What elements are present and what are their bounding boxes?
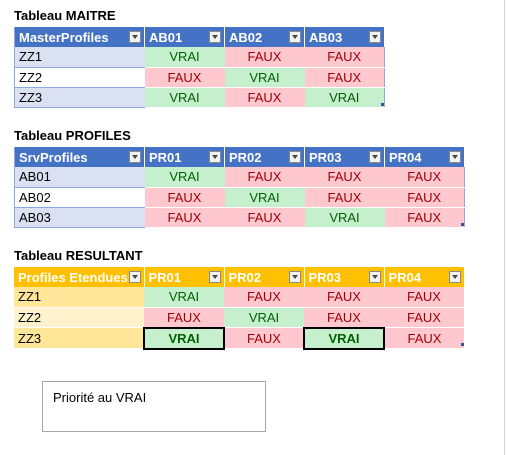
header-cell[interactable]: PR01 — [144, 147, 225, 167]
header-row: Profiles Etendues PR01 PR02 PR03 PR04 — [14, 267, 465, 287]
title-resultant: Tableau RESULTANT — [14, 248, 143, 263]
value-cell[interactable]: FAUX — [144, 67, 225, 88]
header-cell[interactable]: PR02 — [224, 267, 305, 287]
table-maitre: MasterProfiles AB01 AB02 AB03 ZZ1 VRAI F… — [14, 27, 385, 108]
table-row: ZZ1 VRAI FAUX FAUX FAUX — [14, 287, 464, 308]
table-resize-handle[interactable] — [461, 343, 464, 346]
value-cell[interactable]: VRAI — [224, 67, 305, 88]
value-cell[interactable]: FAUX — [384, 287, 464, 308]
row-label-cell[interactable]: ZZ1 — [14, 287, 144, 308]
value-cell[interactable]: FAUX — [224, 207, 305, 228]
value-cell[interactable]: FAUX — [304, 307, 384, 328]
header-cell[interactable]: SrvProfiles — [14, 147, 145, 167]
filter-dropdown-icon[interactable] — [209, 151, 221, 163]
row-label-cell[interactable]: ZZ3 — [14, 327, 144, 349]
value-cell[interactable]: VRAI — [143, 326, 225, 350]
header-cell[interactable]: PR02 — [224, 147, 305, 167]
filter-dropdown-icon[interactable] — [369, 31, 381, 43]
value-cell[interactable]: FAUX — [384, 207, 465, 228]
value-cell[interactable]: VRAI — [224, 187, 305, 208]
row-label-cell[interactable]: ZZ1 — [14, 47, 145, 68]
filter-dropdown-icon[interactable] — [209, 31, 221, 43]
filter-dropdown-icon[interactable] — [449, 151, 461, 163]
header-cell[interactable]: PR03 — [304, 267, 385, 287]
header-cell[interactable]: AB03 — [304, 27, 385, 47]
row-label-cell[interactable]: AB03 — [14, 207, 145, 228]
value-cell[interactable]: VRAI — [224, 307, 304, 328]
value-cell[interactable]: VRAI — [303, 326, 385, 350]
header-cell[interactable]: PR04 — [384, 147, 465, 167]
value-cell[interactable]: FAUX — [304, 167, 385, 188]
row-label-cell[interactable]: ZZ3 — [14, 87, 145, 108]
filter-dropdown-icon[interactable] — [208, 271, 221, 283]
table-resize-handle[interactable] — [381, 103, 384, 106]
value-cell[interactable]: FAUX — [144, 207, 225, 228]
value-cell[interactable]: FAUX — [304, 287, 384, 308]
filter-dropdown-icon[interactable] — [289, 151, 301, 163]
header-cell[interactable]: AB02 — [224, 27, 305, 47]
note-textbox[interactable]: Priorité au VRAI — [42, 381, 266, 432]
title-maitre: Tableau MAITRE — [14, 8, 116, 23]
value-cell[interactable]: FAUX — [304, 47, 385, 68]
header-row: MasterProfiles AB01 AB02 AB03 — [14, 27, 385, 47]
value-cell[interactable]: VRAI — [304, 87, 385, 108]
table-row: ZZ1 VRAI FAUX FAUX — [14, 47, 385, 68]
value-cell[interactable]: FAUX — [224, 47, 305, 68]
row-label-cell[interactable]: AB01 — [14, 167, 145, 188]
row-label-cell[interactable]: AB02 — [14, 187, 145, 208]
value-cell[interactable]: FAUX — [384, 187, 465, 208]
table-row: AB02 FAUX VRAI FAUX FAUX — [14, 187, 465, 208]
header-row: SrvProfiles PR01 PR02 PR03 PR04 — [14, 147, 465, 167]
table-resize-handle[interactable] — [461, 223, 464, 226]
value-cell[interactable]: FAUX — [144, 307, 224, 328]
value-cell[interactable]: VRAI — [144, 167, 225, 188]
value-cell[interactable]: VRAI — [144, 87, 225, 108]
filter-dropdown-icon[interactable] — [448, 271, 461, 283]
value-cell[interactable]: FAUX — [304, 67, 385, 88]
value-cell[interactable]: FAUX — [384, 167, 465, 188]
header-cell[interactable]: PR04 — [384, 267, 465, 287]
header-cell[interactable]: Profiles Etendues — [14, 267, 145, 287]
filter-dropdown-icon[interactable] — [129, 151, 141, 163]
value-cell[interactable]: FAUX — [224, 327, 304, 349]
filter-dropdown-icon[interactable] — [369, 151, 381, 163]
table-resultant: Profiles Etendues PR01 PR02 PR03 PR04 ZZ… — [14, 267, 465, 350]
value-cell[interactable]: VRAI — [304, 207, 385, 228]
filter-dropdown-icon[interactable] — [368, 271, 381, 283]
header-cell[interactable]: PR03 — [304, 147, 385, 167]
value-cell[interactable]: FAUX — [144, 187, 225, 208]
header-cell[interactable]: MasterProfiles — [14, 27, 145, 47]
filter-dropdown-icon[interactable] — [128, 271, 141, 283]
row-label-cell[interactable]: ZZ2 — [14, 67, 145, 88]
table-row: AB03 FAUX FAUX VRAI FAUX — [14, 207, 465, 228]
value-cell[interactable]: FAUX — [384, 327, 464, 349]
value-cell[interactable]: FAUX — [224, 87, 305, 108]
sheet-edge — [504, 0, 505, 455]
header-cell[interactable]: PR01 — [144, 267, 225, 287]
table-row: ZZ2 FAUX VRAI FAUX FAUX — [14, 307, 464, 328]
filter-dropdown-icon[interactable] — [129, 31, 141, 43]
filter-dropdown-icon[interactable] — [288, 271, 301, 283]
row-label-cell[interactable]: ZZ2 — [14, 307, 144, 328]
table-row: ZZ2 FAUX VRAI FAUX — [14, 67, 385, 88]
note-text: Priorité au VRAI — [53, 390, 147, 405]
filter-dropdown-icon[interactable] — [289, 31, 301, 43]
table-profiles: SrvProfiles PR01 PR02 PR03 PR04 AB01 VRA… — [14, 147, 465, 228]
header-cell[interactable]: AB01 — [144, 27, 225, 47]
value-cell[interactable]: VRAI — [144, 47, 225, 68]
title-profiles: Tableau PROFILES — [14, 128, 131, 143]
value-cell[interactable]: FAUX — [224, 167, 305, 188]
value-cell[interactable]: VRAI — [144, 287, 224, 308]
table-row: AB01 VRAI FAUX FAUX FAUX — [14, 167, 465, 188]
table-row: ZZ3 VRAI FAUX VRAI FAUX — [14, 326, 464, 350]
table-row: ZZ3 VRAI FAUX VRAI — [14, 87, 385, 108]
value-cell[interactable]: FAUX — [304, 187, 385, 208]
value-cell[interactable]: FAUX — [224, 287, 304, 308]
value-cell[interactable]: FAUX — [384, 307, 464, 328]
